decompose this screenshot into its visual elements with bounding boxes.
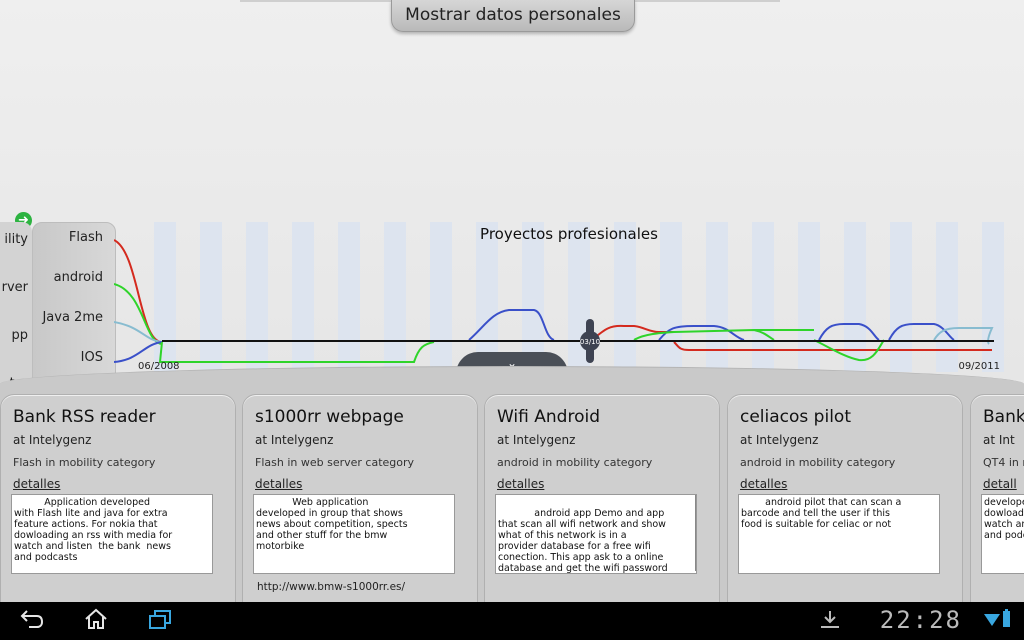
card-description[interactable]: Web application developed in group that … [253, 494, 455, 574]
details-link[interactable]: detall [983, 477, 1017, 491]
show-personal-data-button[interactable]: Mostrar datos personales [391, 0, 635, 32]
card-description-text: android app Demo and app that scan all w… [498, 508, 668, 574]
green-project-1 [633, 328, 775, 341]
category-label: rver [1, 280, 28, 295]
blue-project-1 [468, 309, 555, 341]
category-label: ility [4, 232, 28, 247]
card-category: QT4 in m [983, 456, 1024, 469]
project-card[interactable]: s1000rr webpage at Intelygenz Flash in w… [242, 394, 478, 604]
card-description[interactable]: Application developed with Flash lite an… [11, 494, 213, 574]
system-navbar: 22:28 [0, 602, 1024, 640]
red-project-2 [673, 341, 992, 351]
slider-date: 03/10 [580, 338, 600, 346]
card-description[interactable]: android app Demo and app that scan all w… [495, 494, 697, 574]
card-url[interactable]: http://www.bmw-s1000rr.es/ [257, 581, 406, 593]
details-link[interactable]: detalles [13, 477, 61, 491]
chart-stripes [154, 222, 1004, 372]
projects-timeline-chart[interactable]: Proyectos profesionales 03/10 06/2008 09… [114, 222, 1024, 382]
ios-line [114, 341, 163, 363]
project-card[interactable]: Wifi Android at Intelygenz android in mo… [484, 394, 720, 604]
green-project-3 [813, 339, 885, 362]
card-title: Wifi Android [497, 407, 600, 427]
card-description[interactable]: develope dowloadi watch and and podc [981, 494, 1024, 574]
clock: 22:28 [879, 606, 962, 634]
recent-apps-icon[interactable] [146, 608, 174, 634]
details-link[interactable]: detalles [255, 477, 303, 491]
project-card[interactable]: celiacos pilot at Intelygenz android in … [727, 394, 963, 604]
card-title: Bank [983, 407, 1024, 427]
project-card[interactable]: Bank at Int QT4 in m detall develope dow… [970, 394, 1024, 604]
download-icon[interactable] [816, 608, 844, 634]
flash-line [114, 239, 163, 343]
blue-project-4 [888, 323, 955, 341]
skills-panel[interactable]: Flash android Java 2me IOS [32, 222, 116, 396]
blue-project-3 [818, 323, 880, 341]
card-company: at Intelygenz [13, 433, 92, 447]
wifi-battery-icon [982, 608, 1010, 634]
android-line-2 [158, 341, 435, 363]
card-category: android in mobility category [497, 456, 653, 469]
skill-label[interactable]: IOS [80, 350, 103, 365]
card-company: at Intelygenz [740, 433, 819, 447]
card-company: at Intelygenz [255, 433, 334, 447]
card-title: Bank RSS reader [13, 407, 156, 427]
card-category: Flash in web server category [255, 456, 415, 469]
red-project-1 [591, 324, 674, 341]
card-title: celiacos pilot [740, 407, 851, 427]
home-icon[interactable] [82, 608, 110, 634]
project-card[interactable]: Bank RSS reader at Intelygenz Flash in m… [0, 394, 236, 604]
card-category: Flash in mobility category [13, 456, 156, 469]
details-link[interactable]: detalles [740, 477, 788, 491]
skill-label[interactable]: android [53, 270, 103, 285]
skill-label[interactable]: Flash [68, 230, 103, 245]
skill-label[interactable]: Java 2me [42, 310, 103, 325]
chevron-down-icon: ⌄ [506, 356, 518, 370]
back-icon[interactable] [18, 608, 46, 634]
card-title: s1000rr webpage [255, 407, 404, 427]
timeline-slider-handle[interactable]: 03/10 [580, 319, 600, 363]
x-end-label: 09/2011 [958, 361, 1000, 372]
category-panel[interactable]: ility rver pp tor [0, 222, 32, 392]
card-company: at Int [983, 433, 1015, 447]
chart-title: Proyectos profesionales [480, 225, 658, 243]
card-description[interactable]: android pilot that can scan a barcode an… [738, 494, 940, 574]
card-company: at Intelygenz [497, 433, 576, 447]
scrollbar[interactable] [695, 495, 696, 571]
x-start-label: 06/2008 [138, 361, 180, 372]
card-category: android in mobility category [740, 456, 896, 469]
category-label: pp [11, 328, 28, 343]
details-link[interactable]: detalles [497, 477, 545, 491]
java2me-line [114, 321, 163, 343]
